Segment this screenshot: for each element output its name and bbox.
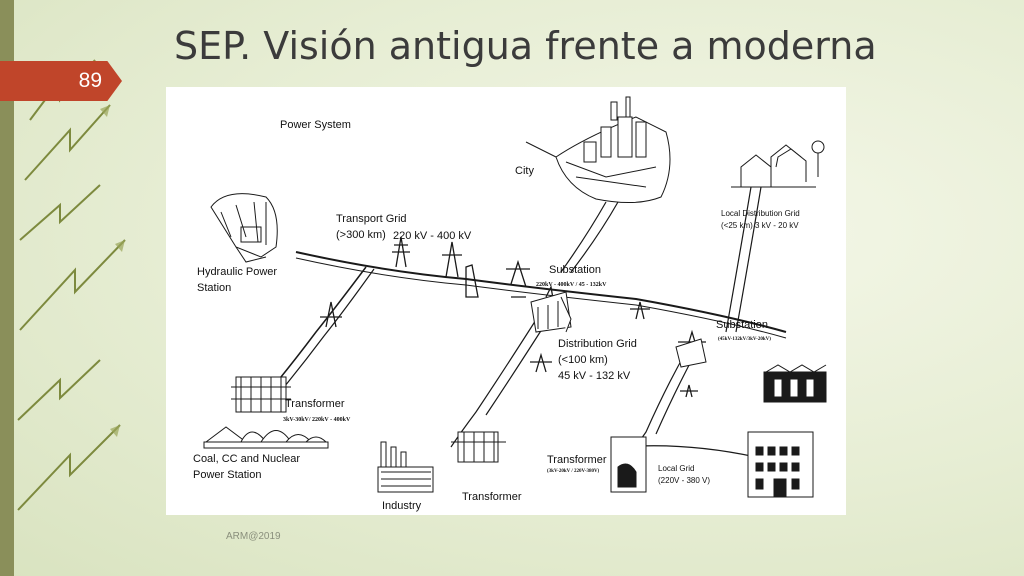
label-coal-1: Coal, CC and Nuclear [193,453,300,465]
substation-right-illustration [675,338,827,403]
substation-main-illustration [530,291,572,333]
label-industry: Industry [382,500,422,512]
label-hydraulic-1: Hydraulic Power [197,266,277,278]
label-local-distribution-1: Local Distribution Grid [721,209,800,218]
label-local-grid-1: Local Grid [658,464,694,473]
label-substation-right: Substation [716,319,768,331]
label-distribution-2: (<100 km) [558,354,608,366]
transformer-industry-illustration [451,431,506,463]
label-transport-grid: Transport Grid [336,213,407,225]
hydraulic-dam-illustration [210,193,278,263]
label-local-distribution-2: (<25 km) 3 kV - 20 kV [721,221,799,230]
building-illustration [747,431,814,498]
slide-number-badge: 89 [0,61,122,101]
power-plant-illustration [203,426,329,449]
label-substation-main-ratio: 220kV - 400kV / 45 - 132kV [536,282,607,288]
label-transformer-bottom-ratio: (3kV-20kV / 220V-380V) [547,469,600,474]
transformer-left-illustration [231,376,291,413]
label-coal-2: Power Station [193,469,261,481]
label-transport-distance: (>300 km) [336,229,386,241]
transformer-bottom-illustration [610,436,647,493]
slide-footer: ARM@2019 [226,531,281,542]
label-transformer-bottom: Transformer [547,454,607,466]
label-distribution-1: Distribution Grid [558,338,637,350]
label-local-grid-2: (220V - 380 V) [658,476,710,485]
houses-illustration [731,140,825,188]
diagram-heading: Power System [280,119,351,131]
label-distribution-3: 45 kV - 132 kV [558,370,631,382]
diagram-panel: Power System City Transport Grid (>300 k… [166,87,846,515]
city-illustration [525,96,671,204]
slide-title: SEP. Visión antigua frente a moderna [174,24,877,68]
label-substation-right-ratio: (45kV-132kV/3kV-20kV) [718,337,771,342]
industry-illustration [377,441,434,493]
label-transformer-left-ratio: 3kV-30kV/ 220kV - 400kV [283,417,351,423]
label-city: City [515,165,534,177]
label-hydraulic-2: Station [197,282,231,294]
power-system-diagram: Power System City Transport Grid (>300 k… [193,96,827,512]
label-transport-kv: 220 kV - 400 kV [393,230,472,242]
label-substation-main: Substation [549,264,601,276]
label-transformer-industry: Transformer [462,491,522,503]
decorative-arrows [0,0,126,576]
label-transformer-left: Transformer [285,398,345,410]
